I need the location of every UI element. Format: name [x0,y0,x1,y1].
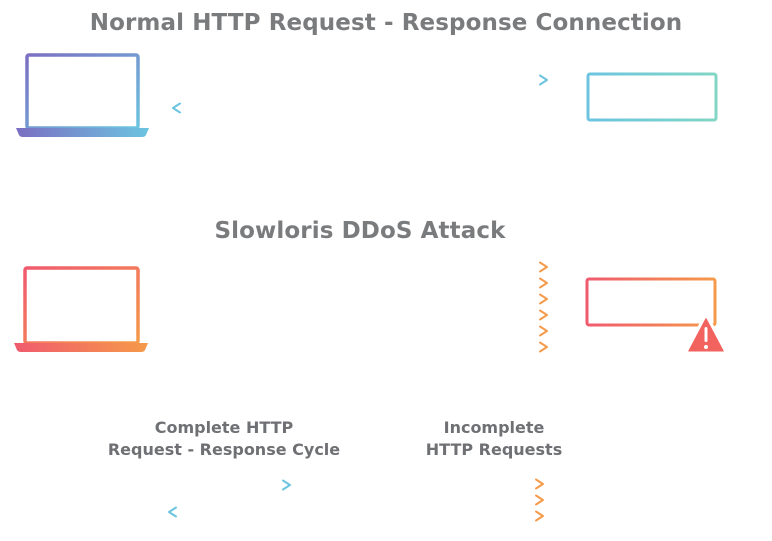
slowloris-attack-title: Slowloris DDoS Attack [214,218,506,244]
laptop-icon [16,53,149,137]
response-arrow [172,102,548,114]
legend-incomplete-line-1: Incomplete [443,418,545,437]
server-icon [585,277,717,336]
legend-incomplete-arrow-1 [434,478,544,490]
legend-complete-arrows [168,479,291,518]
legend-complete-line-1: Complete HTTP [154,418,294,437]
server-icon [586,72,718,131]
legend-incomplete-label: Incomplete HTTP Requests [402,417,586,461]
legend-incomplete-arrows [434,478,544,522]
normal-connection-title: Normal HTTP Request - Response Connectio… [89,10,683,36]
attack-request-arrow-2 [171,277,548,289]
server-slots [605,90,695,104]
client-laptop-normal [16,53,149,137]
legend-incomplete-line-2: HTTP Requests [425,440,563,459]
attack-request-arrow-3 [171,293,548,305]
server-slots [604,295,694,309]
server-normal [586,72,718,131]
legend-incomplete-arrow-3 [434,510,544,522]
legend-request-arrow [168,479,291,491]
attack-request-arrow-4 [171,309,548,321]
warning-icon [685,315,727,355]
attack-request-arrow-1 [171,261,548,273]
attack-request-arrow-6 [171,341,548,353]
laptop-icon [14,266,148,352]
request-arrow [172,74,548,86]
attack-request-arrow-5 [171,325,548,337]
legend-complete-line-2: Request - Response Cycle [107,440,341,459]
attack-arrows [171,261,548,353]
legend-complete-label: Complete HTTP Request - Response Cycle [96,417,352,461]
legend-incomplete-arrow-2 [434,494,544,506]
legend-response-arrow [168,506,290,518]
client-laptop-attack [14,266,148,352]
server-attack [585,277,727,355]
